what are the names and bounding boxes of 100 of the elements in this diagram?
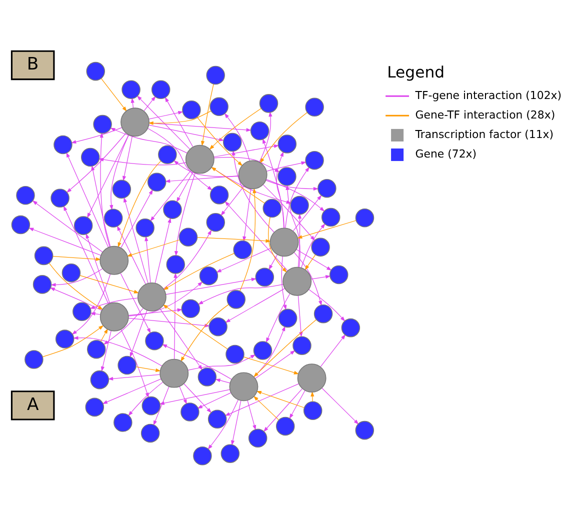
arrow [216,248,272,273]
node-circle [210,97,228,116]
arrow [166,278,257,295]
node-circle [210,186,229,204]
node-circle [276,416,295,436]
node-circle [180,402,200,422]
arrow [268,254,278,270]
node-circle [329,265,348,284]
arrow [215,378,230,384]
node-circle [193,446,212,466]
node-circle [100,246,129,275]
arrow [310,391,314,402]
arrow [128,282,203,316]
arrow [100,328,108,342]
node-circle [80,148,100,167]
node-circle [318,178,336,198]
node-circle [120,108,150,137]
node-box: A [10,390,55,420]
node-circle [16,186,35,205]
node-circle [86,62,105,81]
arrow [242,188,252,242]
node-circle [181,299,200,318]
arrow [180,304,229,362]
arrow [196,116,243,166]
node-circle [34,246,54,266]
node-circle [220,444,240,463]
node-circle [122,80,140,100]
node-circle [136,218,154,238]
arrow [210,166,265,204]
arrow [201,84,214,146]
node-circle [278,167,296,186]
arrow [66,152,109,248]
node-circle [303,401,322,420]
node-circle [255,268,274,287]
arrow [208,400,238,450]
node-circle [151,80,170,100]
node-circle [297,364,326,393]
node-circle [262,198,282,218]
arrow [298,295,303,338]
node-circle [278,134,297,154]
arrow [263,388,302,432]
legend-label: Gene-TF interaction (28x) [415,108,556,122]
node-circle [87,340,106,359]
arrow [276,151,284,228]
node-circle [226,344,244,364]
arrow [120,189,153,248]
arrow [220,186,244,216]
arrow [174,172,196,256]
arrow [310,275,331,280]
arrow [253,319,316,378]
arrow [130,310,148,358]
arrow [116,226,146,285]
arrow [128,382,164,416]
arrow [50,287,102,311]
node-circle [118,356,136,375]
arrow [256,391,304,408]
node-circle [248,428,268,448]
arrow [266,161,306,172]
arrow [164,176,239,183]
arrow [247,400,256,430]
node-circle [199,266,218,286]
node-circle [62,263,81,282]
arrow [296,249,332,271]
arrow [308,289,346,322]
node-circle [226,290,246,309]
arrow [122,136,133,182]
arrow [32,200,103,252]
arrow [292,194,322,232]
arrow [66,132,126,193]
node-circle [104,208,123,228]
node-circle [142,396,161,416]
label: Legend [387,62,445,82]
arrow [214,157,280,172]
node-circle [233,240,252,260]
arrow [184,383,212,414]
node-circle [341,318,360,338]
arrow [240,188,256,292]
legend-label: TF-gene interaction (102x) [415,88,562,102]
arrow [150,170,192,222]
node-box: B [10,50,55,80]
node-circle [321,208,340,227]
arrow [174,160,240,178]
node-circle [90,370,110,390]
node-circle [290,196,309,215]
arrow [268,216,288,273]
arrow [300,223,326,268]
arrow [197,237,271,243]
node-circle [50,188,70,208]
arrow [224,383,299,416]
arrow [108,374,160,380]
node-circle [85,398,104,417]
arrow [262,138,284,228]
arrow [52,256,101,261]
arrow [164,96,194,148]
arrow [91,165,111,248]
arrow [124,197,148,284]
arrow [144,96,156,112]
arrow [262,184,316,241]
node-circle [206,212,225,232]
arrow [176,171,194,202]
